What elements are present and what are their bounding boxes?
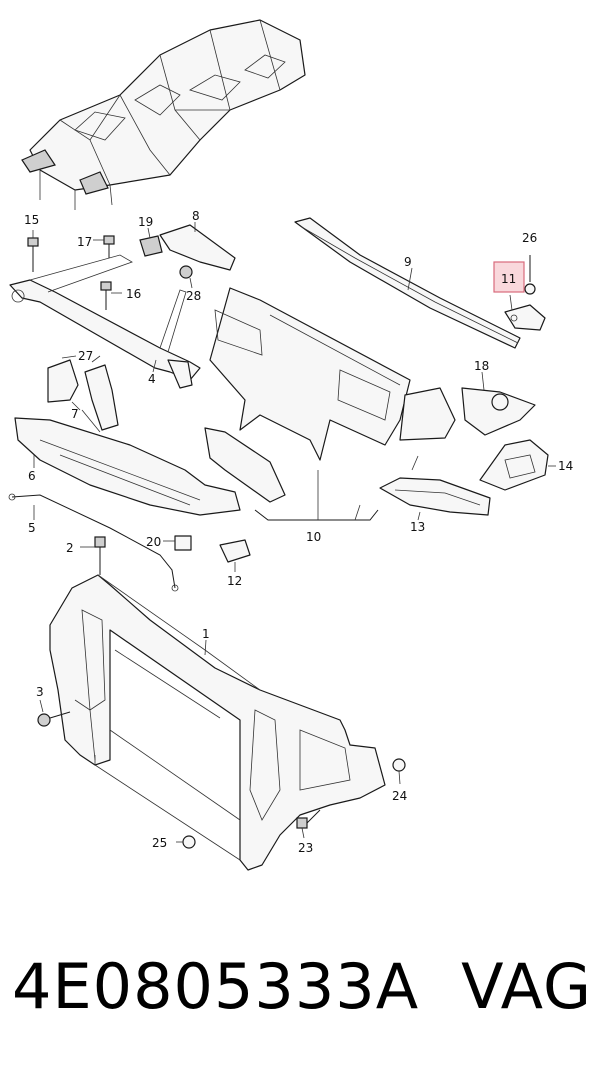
- callout-6: 6: [28, 469, 36, 483]
- brand-label: VAG: [461, 949, 592, 1023]
- part-14-bracket: [479, 439, 556, 491]
- caption-bar: 4E0805333A VAG: [12, 946, 592, 1026]
- part-15-bolt: [27, 230, 39, 272]
- part-24-nut: [392, 758, 406, 785]
- part-number: 4E0805333A: [12, 949, 420, 1023]
- callout-28: 28: [186, 289, 201, 303]
- callout-23: 23: [298, 841, 313, 855]
- part-26-nut: [176, 835, 196, 849]
- part-5-cable: [8, 493, 179, 592]
- callout-19: 19: [138, 215, 153, 229]
- callout-17: 17: [77, 235, 92, 249]
- part-4-lock-carrier-brace: [9, 254, 201, 389]
- part-6-cover: [14, 417, 241, 516]
- part-18-support: [461, 371, 536, 436]
- part-9-seal-strip: [294, 217, 521, 349]
- callout-labels: 15 17 19 8 16 28 27 7 4 6 5 2 20 12 1 3 …: [24, 209, 573, 855]
- part-17-bolt: [93, 235, 115, 258]
- callout-1: 1: [202, 627, 210, 641]
- callout-5: 5: [28, 521, 36, 535]
- callout-27: 27: [78, 349, 93, 363]
- part-11-highlight: [493, 261, 525, 293]
- callout-10: 10: [306, 530, 321, 544]
- callout-7: 7: [71, 407, 79, 421]
- part-12-clip: [219, 539, 251, 572]
- callout-9: 9: [404, 255, 412, 269]
- callout-12: 12: [227, 574, 242, 588]
- part-1-lock-carrier: [49, 574, 386, 871]
- part-25-bolt: [524, 255, 536, 295]
- part-19-clip: [139, 227, 163, 257]
- part-23-bolt: [296, 809, 321, 839]
- callout-4: 4: [148, 372, 156, 386]
- part-3-bolt: [37, 699, 71, 727]
- callout-3: 3: [36, 685, 44, 699]
- car-body-frame-illustration: [21, 19, 306, 210]
- callout-8: 8: [192, 209, 200, 223]
- callout-15: 15: [24, 213, 39, 227]
- part-2-bolt: [80, 536, 106, 575]
- part-27-clip: [61, 355, 101, 363]
- callout-2: 2: [66, 541, 74, 555]
- part-11-bracket: [504, 294, 546, 331]
- callout-18: 18: [474, 359, 489, 373]
- part-8-bracket: [159, 222, 236, 271]
- leader-lines: [33, 267, 419, 656]
- part-7-bracket: [47, 359, 119, 433]
- part-10-panel: [204, 287, 456, 521]
- part-20-nut: [163, 535, 192, 551]
- callout-14: 14: [558, 459, 573, 473]
- part-28-bolt: [179, 265, 193, 289]
- callout-26: 25: [152, 836, 167, 850]
- callout-11: 11: [501, 272, 516, 286]
- callout-24: 24: [392, 789, 407, 803]
- callout-13: 13: [410, 520, 425, 534]
- callout-16: 16: [126, 287, 141, 301]
- part-16-bolt: [100, 281, 122, 310]
- callout-25: 26: [522, 231, 537, 245]
- callout-20: 20: [146, 535, 161, 549]
- part-13-member: [379, 477, 491, 521]
